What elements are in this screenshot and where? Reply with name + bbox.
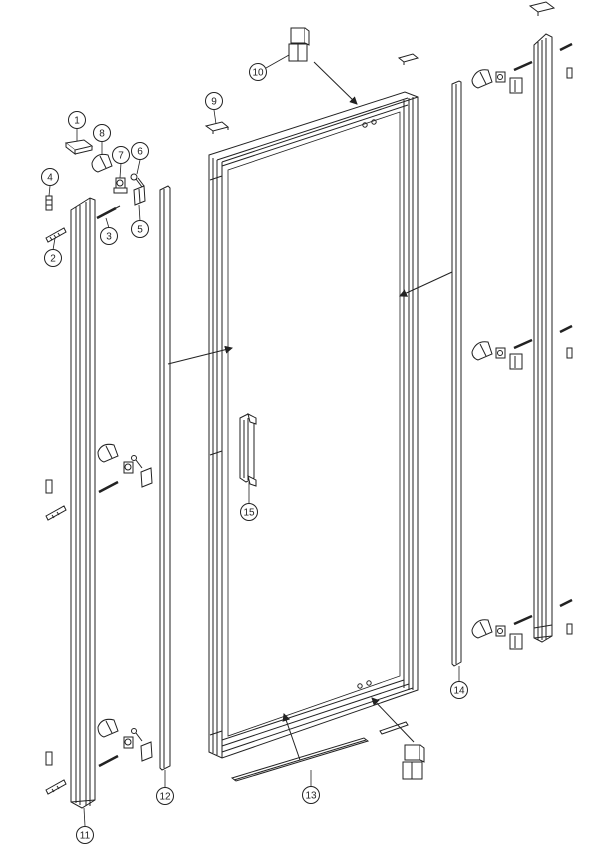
door-panel xyxy=(208,91,419,759)
callout-labels: 1 2 3 4 5 6 7 8 9 10 11 12 13 14 15 xyxy=(41,63,468,844)
svg-text:7: 7 xyxy=(118,151,124,162)
svg-text:3: 3 xyxy=(106,232,112,243)
svg-text:5: 5 xyxy=(137,225,143,236)
arrow-left-seal xyxy=(167,345,233,365)
corner-cap-top-right xyxy=(528,1,556,16)
callout-9: 9 xyxy=(205,92,223,110)
right-wall-profile xyxy=(533,33,553,643)
door-handle xyxy=(239,413,257,487)
top-cap-part xyxy=(204,121,230,134)
left-middle-hardware xyxy=(45,443,153,521)
callout-10: 10 xyxy=(249,63,267,81)
right-upper-hardware xyxy=(471,42,573,94)
svg-text:15: 15 xyxy=(243,508,255,519)
left-wall-profile xyxy=(70,197,96,809)
bottom-hinge-block xyxy=(402,744,425,780)
arrow-bottom-hinge xyxy=(371,697,415,743)
long-screw xyxy=(96,205,121,220)
left-lower-hardware xyxy=(45,718,153,795)
callout-6: 6 xyxy=(131,142,149,160)
small-screw xyxy=(130,173,145,188)
arrow-bottom-seal xyxy=(282,713,301,761)
callout-4: 4 xyxy=(41,168,59,186)
right-top-cap xyxy=(397,53,420,65)
wall-plug-part xyxy=(45,195,53,211)
svg-text:9: 9 xyxy=(211,97,217,108)
bracket-part xyxy=(113,177,128,194)
svg-text:2: 2 xyxy=(50,254,56,265)
slide-block xyxy=(133,185,146,206)
callout-8: 8 xyxy=(93,124,111,142)
callout-13: 13 xyxy=(302,786,320,804)
wall-plug-anchor xyxy=(45,227,67,243)
callout-3: 3 xyxy=(100,227,118,245)
assembly-arrows xyxy=(167,61,453,761)
top-hinge-block xyxy=(288,27,310,62)
end-cap-part xyxy=(64,139,94,156)
wall-clamp-part xyxy=(91,153,113,173)
svg-text:14: 14 xyxy=(453,686,465,697)
svg-text:6: 6 xyxy=(137,147,143,158)
svg-text:4: 4 xyxy=(47,173,53,184)
callout-2: 2 xyxy=(44,249,62,267)
right-middle-hardware xyxy=(471,324,573,370)
svg-text:8: 8 xyxy=(99,129,105,140)
right-lower-hardware xyxy=(471,598,573,650)
arrow-right-seal xyxy=(399,271,453,297)
callout-5: 5 xyxy=(131,220,149,238)
svg-text:1: 1 xyxy=(74,116,80,127)
svg-text:11: 11 xyxy=(80,831,91,842)
callout-14: 14 xyxy=(450,681,468,699)
svg-text:13: 13 xyxy=(305,791,317,802)
svg-text:12: 12 xyxy=(159,792,171,803)
callout-15: 15 xyxy=(240,503,258,521)
svg-text:10: 10 xyxy=(252,68,264,79)
callout-12: 12 xyxy=(156,787,174,805)
callout-leaders xyxy=(48,54,460,827)
callout-1: 1 xyxy=(68,111,86,129)
callout-11: 11 xyxy=(76,826,94,844)
callout-7: 7 xyxy=(112,146,130,164)
arrow-top-hinge xyxy=(313,61,358,105)
right-door-seal xyxy=(451,80,462,667)
left-magnetic-seal xyxy=(159,185,171,771)
